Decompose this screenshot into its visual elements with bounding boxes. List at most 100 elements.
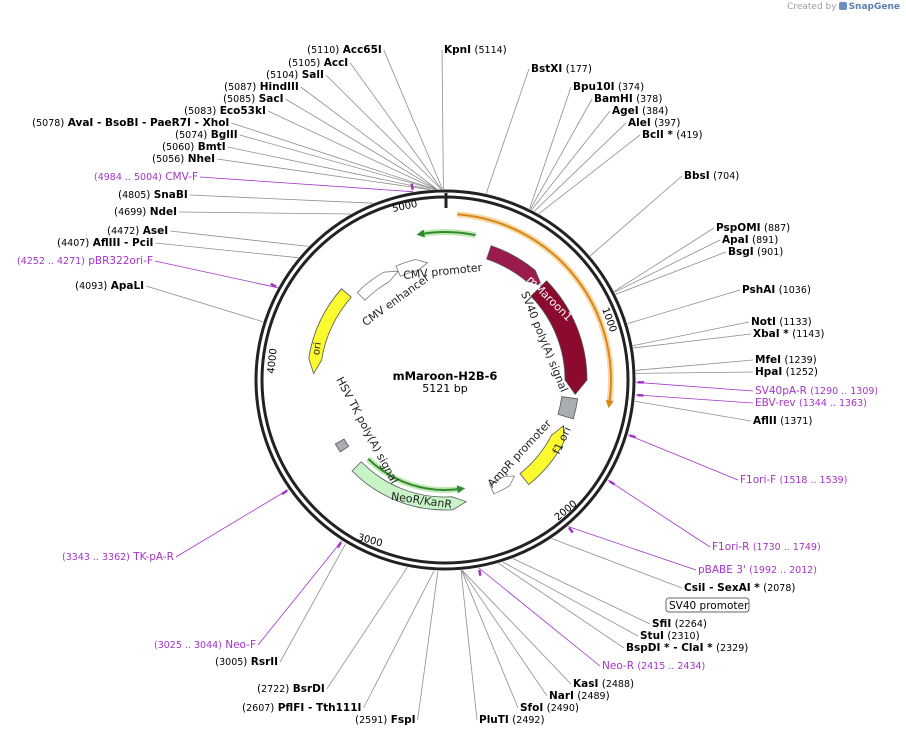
enzyme-leader-line	[145, 285, 264, 323]
enzyme-ndei[interactable]: (4699) NdeI	[114, 206, 177, 218]
sv40-promoter-box	[665, 597, 750, 613]
primer-leader-line	[154, 260, 278, 289]
enzyme-leader-line	[538, 134, 641, 215]
enzyme-apai[interactable]: ApaI (891)	[722, 234, 778, 246]
tick-5000: 5000	[391, 199, 418, 215]
feature-mmaroon1[interactable]	[530, 280, 588, 396]
enzyme-bpu10i[interactable]: Bpu10I (374)	[573, 81, 644, 93]
enzyme-asei[interactable]: (4472) AseI	[107, 225, 168, 237]
snapgene-logo-icon	[838, 2, 847, 10]
tick-4000: 4000	[266, 348, 280, 374]
enzyme-leader-line	[461, 570, 519, 709]
enzyme-pspomi[interactable]: PspOMI (887)	[716, 222, 790, 234]
enzyme-noti[interactable]: NotI (1133)	[751, 316, 812, 328]
enzyme-kpni[interactable]: KpnI (5114)	[444, 44, 507, 56]
enzyme-bsgi[interactable]: BsgI (901)	[728, 246, 783, 258]
enzyme-kasi[interactable]: KasI (2488)	[573, 678, 634, 690]
enzyme-leader-line	[460, 570, 478, 721]
enzyme-avai-xhoi[interactable]: (5078) AvaI - BsoBI - PaeR7I - XhoI	[32, 117, 229, 129]
feature-ori[interactable]	[308, 288, 352, 375]
plasmid-length: 5121 bp	[422, 382, 467, 395]
enzyme-saci[interactable]: (5085) SacI	[223, 93, 284, 105]
enzyme-bcli[interactable]: BclI * (419)	[642, 129, 703, 141]
orf-arrow[interactable]	[457, 213, 614, 409]
enzyme-labels: (5110) Acc65I KpnI (5114) (5105) AccI (5…	[32, 44, 825, 726]
primer-leader-line	[175, 489, 289, 558]
enzyme-alei[interactable]: AleI (397)	[628, 117, 680, 129]
enzyme-stui[interactable]: StuI (2310)	[640, 630, 700, 642]
enzyme-aflii[interactable]: AflII (1371)	[753, 415, 812, 427]
primer-neo-f[interactable]: (3025 .. 3044) Neo-F	[154, 639, 256, 651]
enzyme-sfii[interactable]: SfiI (2264)	[652, 618, 707, 630]
primer-binding-mark	[478, 569, 482, 577]
primer-ebv-rev[interactable]: EBV-rev (1344 .. 1363)	[755, 397, 867, 409]
enzyme-bsrdi[interactable]: (2722) BsrDI	[257, 683, 325, 695]
primer-binding-mark	[270, 282, 277, 288]
enzyme-acc65i[interactable]: (5110) Acc65I	[307, 44, 382, 56]
enzyme-bamhi[interactable]: BamHI (378)	[594, 93, 662, 105]
primer-tk-pa-r[interactable]: (3343 .. 3362) TK-pA-R	[62, 551, 174, 563]
enzyme-leader-line	[300, 86, 438, 190]
enzyme-bmti[interactable]: (5060) BmtI	[162, 141, 226, 153]
enzyme-mfei[interactable]: MfeI (1239)	[755, 354, 817, 366]
enzyme-sfoi[interactable]: SfoI (2490)	[520, 702, 579, 714]
primer-sv40pa-r[interactable]: SV40pA-R (1290 .. 1309)	[755, 385, 878, 397]
enzyme-leader-line	[461, 570, 548, 697]
enzyme-bbsi[interactable]: BbsI (704)	[684, 170, 739, 182]
feature-neor-kanr[interactable]	[351, 461, 468, 511]
enzyme-snabi[interactable]: (4805) SnaBI	[118, 189, 188, 201]
feature-sv40-poly-a-signal[interactable]	[557, 396, 579, 420]
enzyme-hpai[interactable]: HpaI (1252)	[755, 366, 818, 378]
feature-hsv-tk-poly-a-signal[interactable]	[334, 438, 350, 453]
primer-leader-line	[199, 176, 414, 193]
sv40-promoter-label[interactable]: SV40 promoter	[669, 600, 749, 612]
primer-binding-mark	[410, 183, 414, 190]
feature-cmv-promoter[interactable]	[395, 259, 429, 277]
orf-arrow[interactable]	[367, 458, 466, 494]
enzyme-eco53ki[interactable]: (5083) Eco53kI	[184, 105, 266, 117]
primer-pbabe-3[interactable]: pBABE 3' (1992 .. 2012)	[698, 564, 817, 576]
primer-marks	[270, 183, 645, 577]
enzyme-bstxi[interactable]: BstXI (177)	[531, 63, 592, 75]
enzyme-xbai[interactable]: XbaI * (1143)	[753, 328, 825, 340]
feature-ampr-promoter[interactable]	[489, 475, 516, 495]
feature-f1-ori[interactable]	[519, 424, 565, 486]
primer-pbr322ori-f[interactable]: (4252 .. 4271) pBR322ori-F	[17, 255, 153, 267]
enzyme-leader-line	[614, 239, 721, 293]
enzyme-hindiii[interactable]: (5087) HindIII	[224, 81, 299, 93]
enzyme-leader-line	[530, 98, 593, 210]
enzyme-csii-sexai[interactable]: CsiI - SexAI * (2078)	[684, 582, 796, 594]
enzyme-bspdi-clai[interactable]: BspDI * - ClaI * (2329)	[626, 642, 748, 654]
credit-brand: SnapGene	[848, 2, 900, 12]
backbone-outer-strand	[254, 189, 636, 571]
primer-f1ori-f[interactable]: F1ori-F (1518 .. 1539)	[740, 474, 847, 486]
enzyme-sali[interactable]: (5104) SalI	[266, 69, 324, 81]
tick-2000: 2000	[553, 499, 580, 524]
enzyme-bglii[interactable]: (5074) BglII	[175, 129, 238, 141]
enzyme-agei[interactable]: AgeI (384)	[612, 105, 668, 117]
enzyme-leader-line	[502, 561, 639, 637]
enzyme-rsrii[interactable]: (3005) RsrII	[215, 656, 278, 668]
primer-neo-r[interactable]: Neo-R (2415 .. 2434)	[602, 660, 705, 672]
enzyme-nhei[interactable]: (5056) NheI	[152, 153, 215, 165]
primer-binding-mark	[336, 541, 342, 549]
enzyme-pflfi-tth111i[interactable]: (2607) PflFI - Tth111I	[242, 702, 361, 714]
enzyme-afliii-pcii[interactable]: (4407) AflIII - PciI	[57, 237, 153, 249]
enzyme-acci[interactable]: (5105) AccI	[288, 57, 348, 69]
enzyme-leader-line	[461, 569, 572, 685]
enzyme-pluti[interactable]: PluTI (2492)	[479, 714, 545, 726]
enzyme-leader-line	[170, 230, 309, 247]
primer-leader-line	[567, 526, 697, 571]
enzyme-nari[interactable]: NarI (2489)	[549, 690, 610, 702]
orf-arrows	[366, 211, 614, 494]
enzyme-apali[interactable]: (4093) ApaLI	[75, 280, 144, 292]
primer-f1ori-r[interactable]: F1ori-R (1730 .. 1749)	[712, 541, 821, 553]
orf-arrow[interactable]	[416, 229, 476, 238]
enzyme-leader-line	[326, 567, 408, 690]
feature-cmv-enhancer[interactable]	[356, 270, 400, 301]
enzyme-pshai[interactable]: PshAI (1036)	[742, 284, 811, 296]
enzyme-leader-line	[534, 122, 627, 212]
enzyme-fspi[interactable]: (2591) FspI	[355, 714, 416, 726]
primer-cmv-f[interactable]: (4984 .. 5004) CMV-F	[94, 171, 198, 183]
enzyme-leader-line	[216, 158, 430, 190]
